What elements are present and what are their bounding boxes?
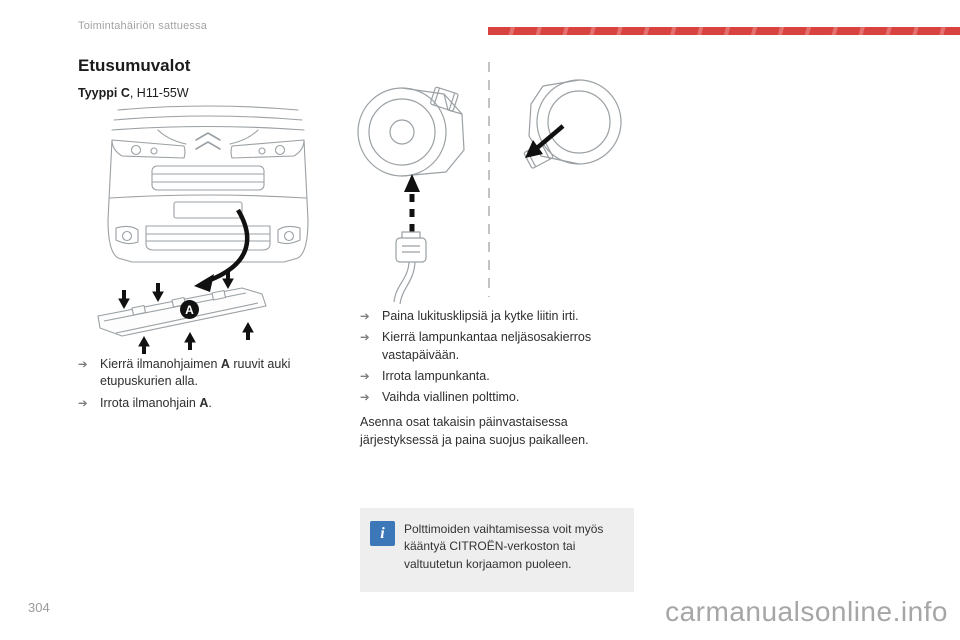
step-arrow-icon: ➔ [360,309,370,323]
info-note-text: Polttimoiden vaihtamisessa voit myös kää… [404,522,604,571]
step-arrow-icon: ➔ [360,390,370,404]
section-header: Toimintahäiriön sattuessa [78,20,208,32]
text-post: ruuvit auki etupuskurien alla. [100,357,291,389]
car-front-drawing [97,105,309,354]
instruction-text: Vaihda viallinen polttimo. [382,390,520,404]
info-icon: i [370,521,395,546]
instruction-step: ➔ Irrota ilmanohjain A. [78,395,340,412]
subtitle: Tyyppi C, H11-55W [78,86,189,100]
figure-car-front: A [88,100,328,358]
page-number: 304 [28,600,50,615]
info-box: i Polttimoiden vaihtamisessa voit myös k… [360,508,634,592]
part-ref-a: A [220,357,230,371]
instruction-step: ➔ Kierrä ilmanohjaimen A ruuvit auki etu… [78,356,340,391]
page-title: Etusumuvalot [78,56,191,75]
text-pre: Irrota ilmanohjain [100,395,200,410]
step-arrow-icon: ➔ [360,330,370,345]
text-pre: Kierrä ilmanohjaimen [100,357,221,371]
figure-foglamp-connector [352,70,487,305]
instruction-text: Paina lukitusklipsiä ja kytke liitin irt… [382,309,579,323]
instruction-step: ➔ Paina lukitusklipsiä ja kytke liitin i… [360,308,636,325]
closing-paragraph: Asenna osat takaisin päinvastaisessa jär… [360,415,589,447]
watermark: carmanualsonline.info [665,596,948,627]
foglamp-connector-drawing [357,86,465,305]
step-arrow-icon: ➔ [78,357,88,371]
text-post: . [208,395,212,410]
section-accent-bar [488,27,960,35]
instruction-text: Kierrä ilmanohjaimen A ruuvit auki etupu… [100,356,340,391]
instructions-left: ➔ Kierrä ilmanohjaimen A ruuvit auki etu… [78,356,340,416]
instruction-text: Irrota ilmanohjain A. [100,395,212,412]
instruction-text: Irrota lampunkanta. [382,368,490,383]
instruction-step: ➔ Vaihda viallinen polttimo. [360,389,636,406]
part-ref-a: A [199,395,209,410]
subtitle-spec: , H11-55W [129,86,189,100]
step-arrow-icon: ➔ [360,368,370,383]
foglamp-bulb-drawing [523,79,622,169]
subtitle-type: Tyyppi C [78,86,130,100]
figure-foglamp-bulb [505,70,630,200]
instruction-step: ➔ Irrota lampunkanta. [360,368,636,385]
step-arrow-icon: ➔ [78,395,88,410]
part-callout-a: A [180,300,199,319]
instruction-text: Kierrä lampunkantaa neljäsosakierros vas… [382,330,592,362]
instructions-right: ➔ Paina lukitusklipsiä ja kytke liitin i… [360,308,636,449]
instruction-step: ➔ Kierrä lampunkantaa neljäsosakierros v… [360,329,636,364]
figure-divider [488,62,490,297]
